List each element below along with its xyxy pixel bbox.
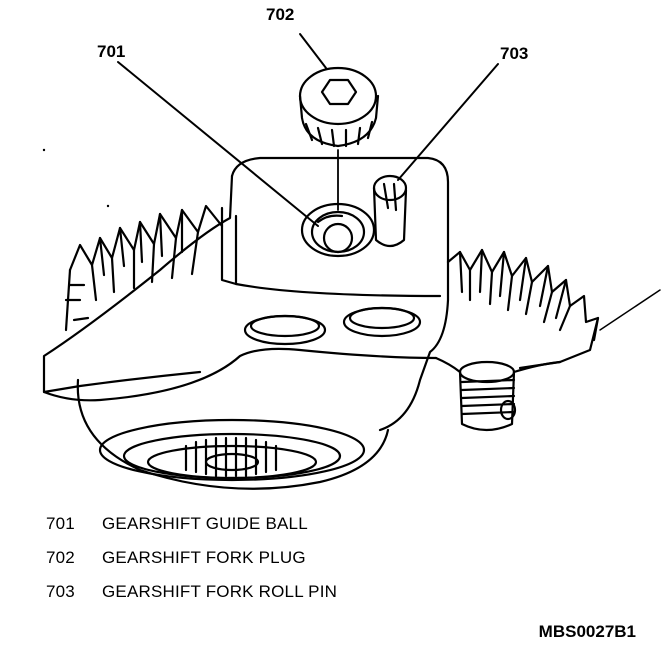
leader-701	[117, 61, 319, 227]
legend-label: GEARSHIFT GUIDE BALL	[102, 514, 308, 533]
ring-gear-left	[64, 204, 224, 332]
legend-number: 702	[46, 548, 75, 567]
callout-703: 703	[500, 44, 529, 63]
ring-gear-right	[446, 248, 661, 370]
roll-pin-703	[372, 174, 408, 248]
fork-plug-702	[298, 66, 380, 211]
figure-code: MBS0027B1	[538, 622, 636, 641]
gearshift-housing	[42, 156, 450, 432]
legend-number: 703	[46, 582, 75, 601]
leader-lines	[117, 33, 499, 227]
leader-703	[397, 63, 499, 181]
gearshift-illustration: 702 701 703	[42, 5, 661, 490]
callout-701: 701	[97, 42, 126, 61]
guide-ball-701	[300, 202, 376, 258]
leader-702	[299, 33, 327, 69]
legend-label: GEARSHIFT FORK PLUG	[102, 548, 306, 567]
carrier-bearing	[76, 378, 390, 490]
threaded-fitting	[434, 356, 562, 432]
legend-number: 701	[46, 514, 75, 533]
callout-702: 702	[266, 5, 295, 24]
legend-label: GEARSHIFT FORK ROLL PIN	[102, 582, 338, 601]
